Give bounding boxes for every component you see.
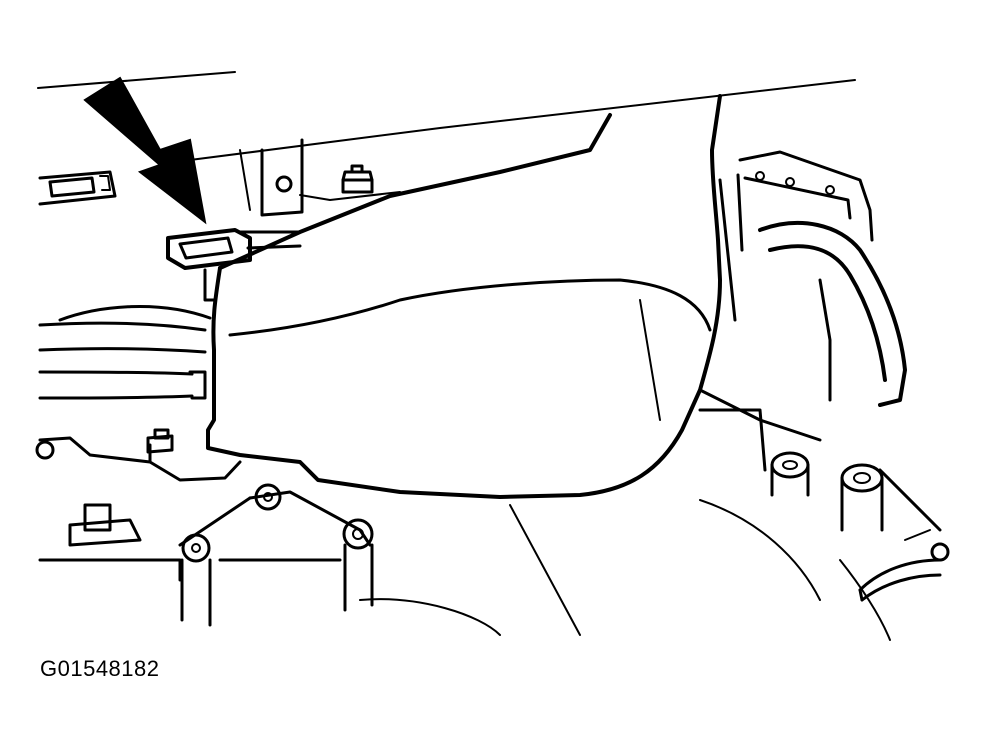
air-duct-clip: [166, 228, 302, 302]
air-duct-housing: [206, 94, 822, 499]
top-bolt: [299, 164, 401, 201]
right-bosses: [698, 408, 950, 641]
engine-block: [35, 428, 581, 636]
upper-bracket: [260, 138, 304, 217]
hood-edge-lines: [37, 71, 856, 211]
left-hoses: [38, 304, 212, 400]
left-connector: [38, 170, 117, 206]
right-connector-and-pipe: [718, 150, 907, 407]
arrow-pointer-icon: [83, 76, 207, 225]
figure-code-label: G01548182: [40, 656, 160, 681]
